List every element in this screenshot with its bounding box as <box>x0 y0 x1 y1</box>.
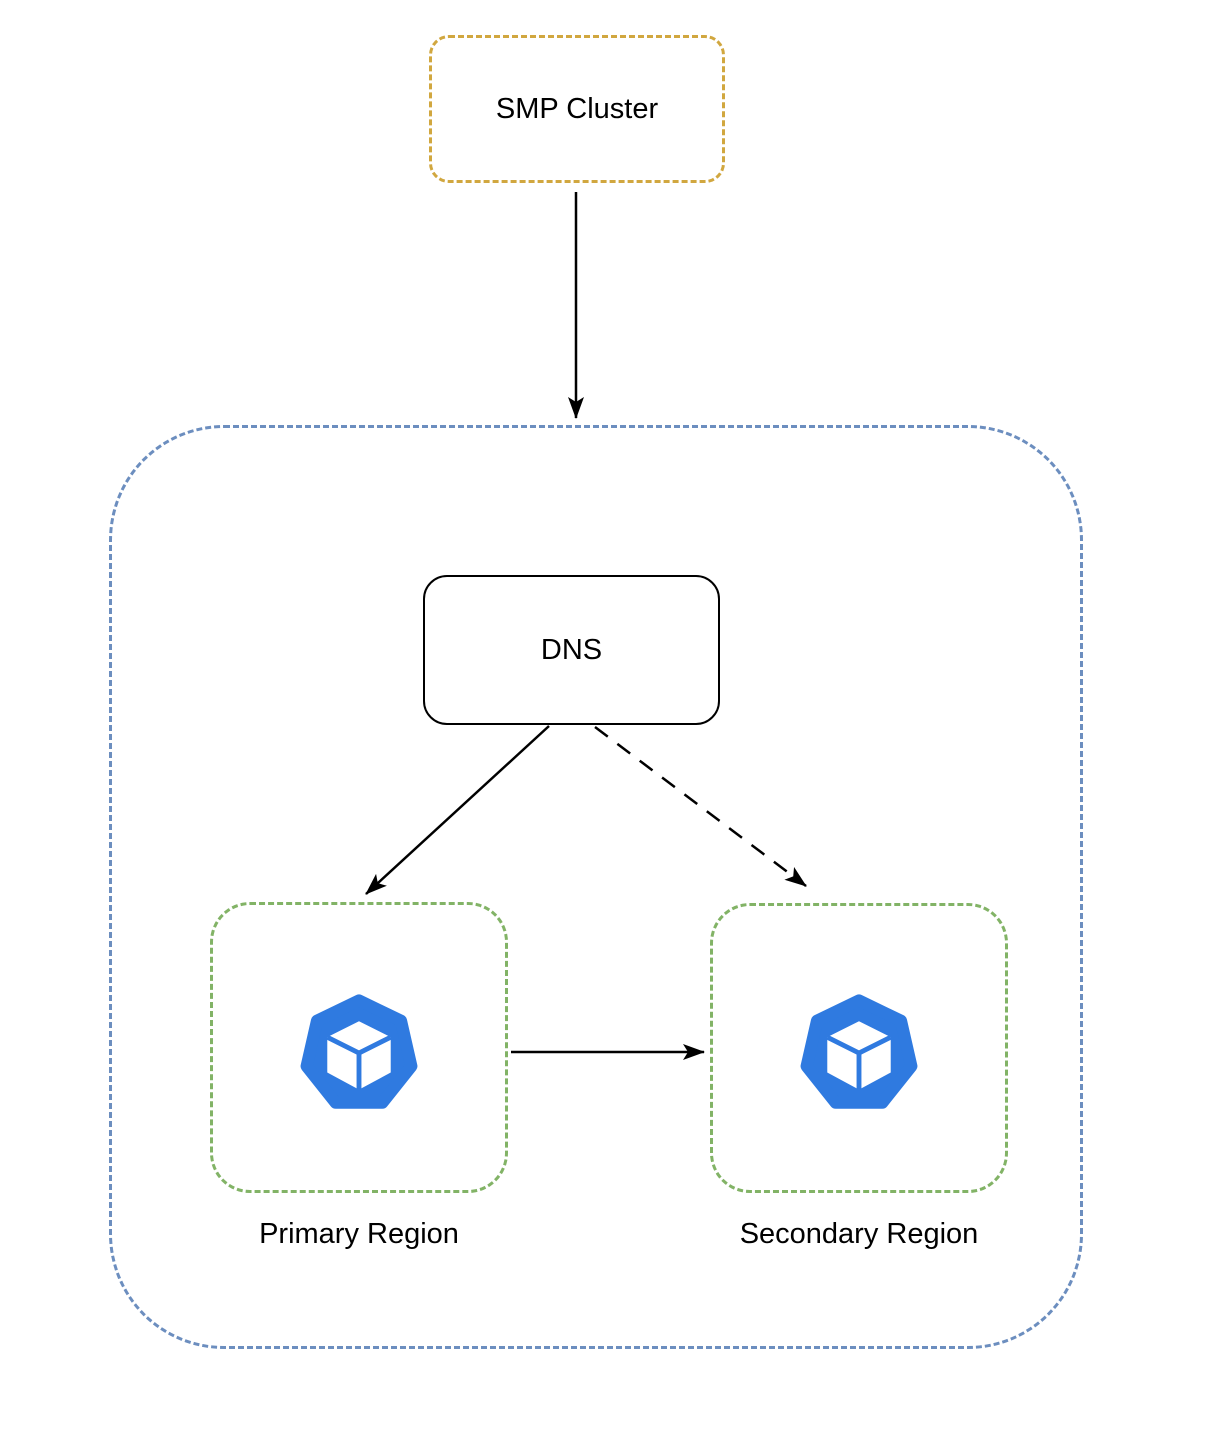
primary-region-node <box>210 902 508 1193</box>
smp-cluster-label: SMP Cluster <box>495 92 659 125</box>
cube-heptagon-icon <box>798 992 920 1114</box>
smp-cluster-node: SMP Cluster <box>429 35 725 183</box>
outer-container <box>109 425 1083 1349</box>
dns-label: DNS <box>540 633 603 666</box>
secondary-region-node <box>710 903 1008 1193</box>
secondary-region-label: Secondary Region <box>739 1218 979 1250</box>
dns-node: DNS <box>423 575 720 725</box>
primary-region-label: Primary Region <box>259 1218 459 1250</box>
cube-heptagon-icon <box>298 992 420 1114</box>
